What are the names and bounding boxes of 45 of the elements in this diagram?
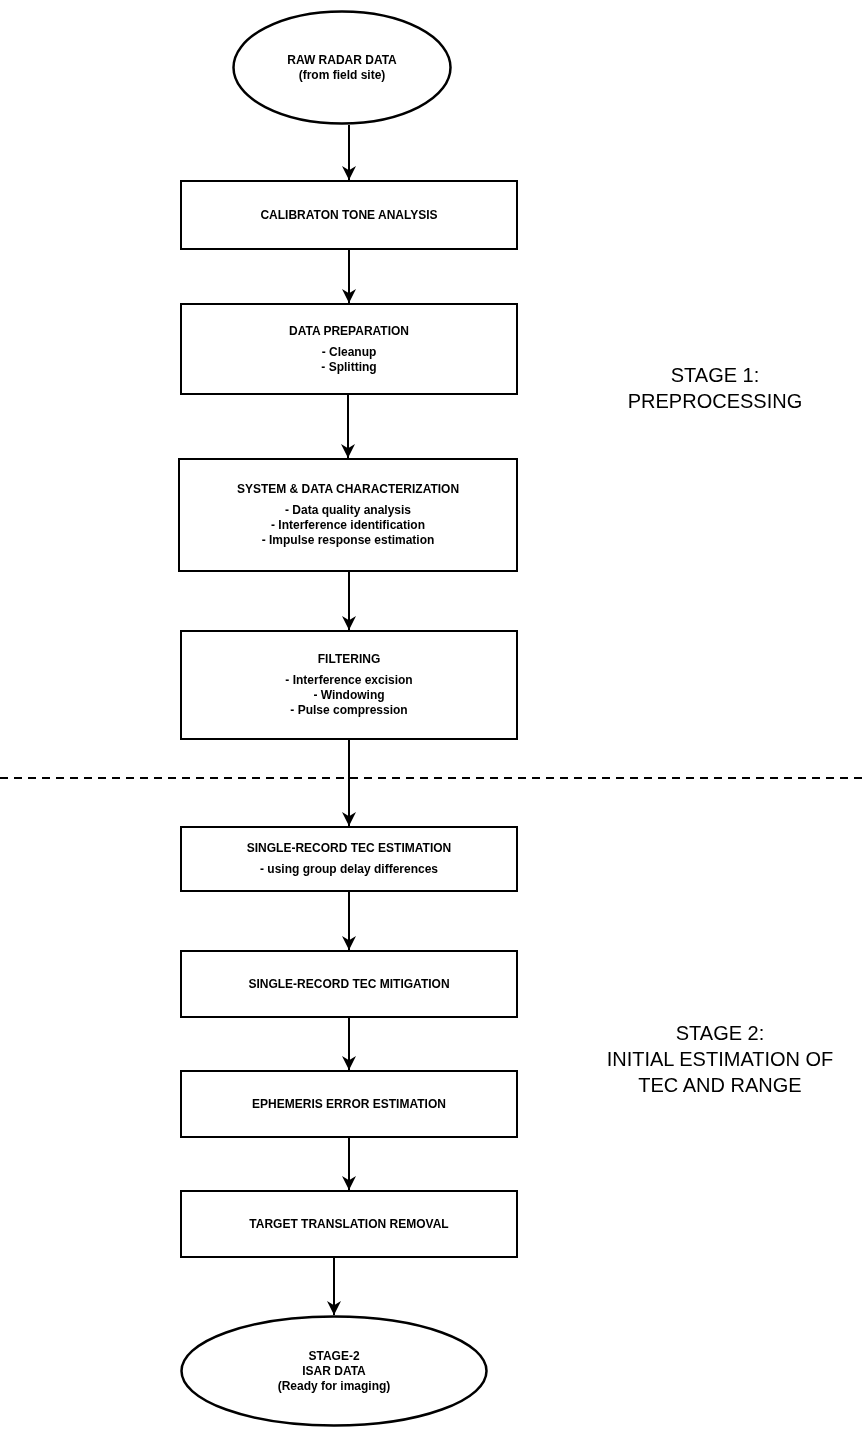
node-text: ISAR DATA — [302, 1363, 366, 1379]
arrow — [342, 249, 356, 304]
stage-label: PREPROCESSING — [626, 389, 804, 414]
stage-label: STAGE 2: — [674, 1021, 766, 1046]
node-text: - Interference excision — [285, 673, 413, 688]
node-title: TARGET TRANSLATION REMOVAL — [249, 1216, 449, 1232]
process-box — [180, 303, 518, 395]
process-box — [180, 180, 518, 250]
node-text: - Data quality analysis — [284, 503, 411, 518]
arrow — [342, 891, 356, 951]
process-box — [180, 826, 518, 892]
node-title: DATA PREPARATION — [289, 323, 409, 339]
arrow — [342, 739, 356, 827]
node-title: CALIBRATON TONE ANALYSIS — [260, 207, 438, 223]
arrow — [342, 1137, 356, 1191]
node-title: SYSTEM & DATA CHARACTERIZATION — [236, 482, 460, 497]
arrow — [342, 1017, 356, 1071]
node-text: - Splitting — [321, 359, 377, 375]
arrow — [342, 571, 356, 631]
process-box — [180, 1190, 518, 1258]
arrow — [342, 124, 356, 181]
node-title: RAW RADAR DATA — [287, 52, 397, 68]
process-box — [180, 630, 518, 740]
node-text: (Ready for imaging) — [277, 1378, 391, 1394]
node-title: SINGLE-RECORD TEC ESTIMATION — [246, 841, 452, 856]
node-text: - Pulse compression — [290, 703, 408, 718]
process-box — [180, 1070, 518, 1138]
node-title: STAGE-2 — [308, 1348, 360, 1364]
terminal-ellipse — [232, 10, 452, 125]
process-box — [178, 458, 518, 572]
stage-label: INITIAL ESTIMATION OF TEC AND RANGE — [605, 1047, 835, 1098]
node-text: - Impulse response estimation — [261, 533, 435, 548]
node-text: - Interference identification — [271, 518, 425, 533]
terminal-ellipse — [180, 1315, 488, 1427]
node-title: SINGLE-RECORD TEC MITIGATION — [248, 976, 450, 992]
node-text: (from field site) — [298, 67, 386, 83]
process-box — [180, 950, 518, 1018]
node-title: EPHEMERIS ERROR ESTIMATION — [252, 1096, 446, 1112]
node-title: FILTERING — [317, 652, 381, 667]
node-text: - Windowing — [313, 688, 385, 703]
stage-label: STAGE 1: — [669, 363, 761, 388]
node-text: - Cleanup — [321, 344, 377, 360]
arrow — [341, 394, 355, 459]
arrow — [327, 1257, 341, 1316]
node-text: - using group delay differences — [260, 862, 438, 877]
